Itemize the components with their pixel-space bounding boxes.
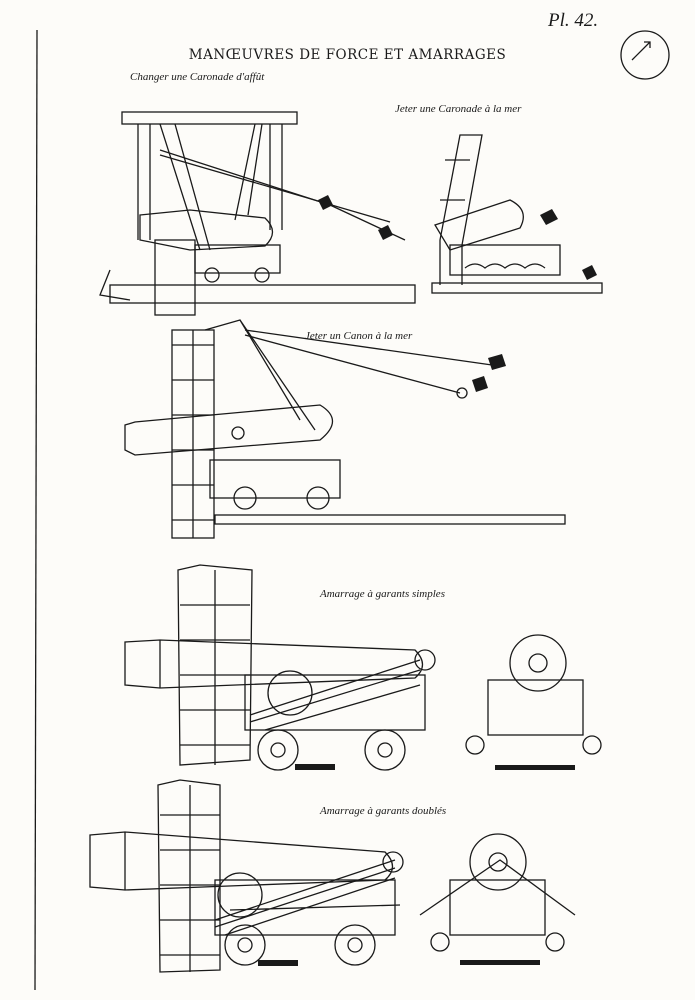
figure-throw-carronade — [431, 134, 603, 294]
figure-throw-cannon — [124, 319, 566, 539]
figure-lashing-single — [124, 564, 602, 771]
caption-lashing-single: Amarrage à garants simples — [320, 588, 445, 600]
caption-lashing-double: Amarrage à garants doublés — [320, 805, 447, 817]
figure-change-carronade — [99, 111, 416, 316]
caption-throw-cannon: Jeter un Canon à la mer — [305, 330, 413, 342]
plate-number: Pl. 42. — [548, 10, 599, 31]
page-title: MANŒUVRES DE FORCE ET AMARRAGES — [188, 47, 507, 63]
caption-change-carronade: Changer une Caronade d'affût — [130, 71, 265, 83]
left-border-rule — [34, 29, 38, 991]
figure-lashing-double — [89, 779, 576, 973]
library-stamp — [620, 30, 670, 80]
caption-throw-carronade: Jeter une Caronade à la mer — [395, 103, 522, 115]
